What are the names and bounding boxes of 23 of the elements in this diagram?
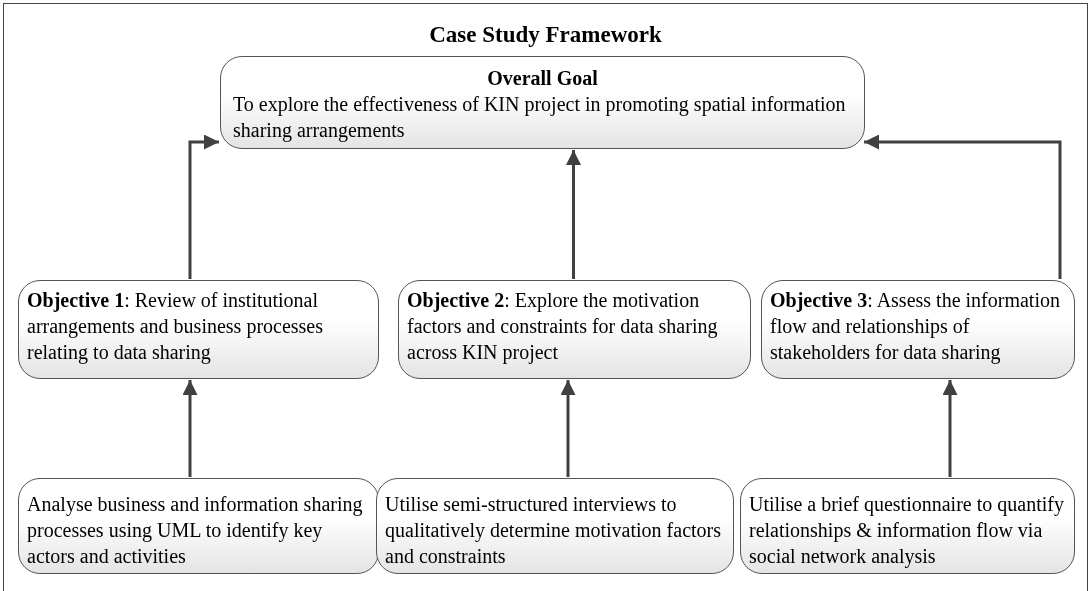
objective-box	[398, 280, 751, 379]
goal-heading: Overall Goal	[486, 66, 599, 91]
box-text: Objective 2: Explore the motivation factors and constraints for data sharing across KIN project	[406, 288, 719, 365]
method-box	[18, 478, 379, 574]
box-text: Objective 3: Assess the information flow and relationships of stakeholders for data sharing	[769, 288, 1061, 365]
box-text: Objective 1: Review of institutional arrangements and business processes relating to data sharing	[26, 288, 325, 365]
goal-text: To explore the effectiveness of KIN project in promoting spatial information sharing arrangements	[232, 92, 847, 143]
objective-box	[761, 280, 1075, 379]
arrow	[566, 150, 581, 279]
arrow	[942, 380, 958, 477]
arrow	[864, 134, 1062, 279]
arrow	[560, 380, 576, 477]
box-text: Utilise a brief questionnaire to quantify relationships & information flow via social network analysis	[748, 492, 1065, 569]
method-box	[740, 478, 1075, 574]
method-box	[376, 478, 734, 574]
box-text: Utilise semi-structured interviews to qualitatively determine motivation factors and constraints	[384, 492, 722, 569]
arrow	[188, 134, 219, 279]
frame-panel	[3, 3, 1088, 591]
goal-box	[220, 56, 865, 149]
title: Case Study Framework	[428, 22, 663, 48]
arrow	[182, 380, 198, 477]
box-text: Analyse business and information sharing processes using UML to identify key actors and activities	[26, 492, 364, 569]
objective-box	[18, 280, 379, 379]
